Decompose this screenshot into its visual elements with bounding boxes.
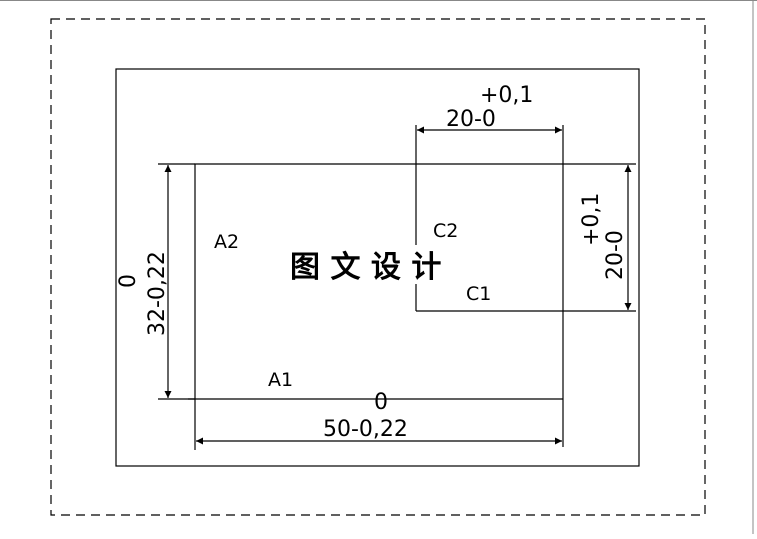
dimension-left-main: 32-0,22 [145, 251, 170, 336]
dimension-left-upper: 0 [116, 274, 141, 288]
label-a1: A1 [268, 369, 293, 391]
dimension-bottom-upper: 0 [374, 390, 388, 415]
label-c2: C2 [433, 220, 458, 242]
label-c1: C1 [466, 283, 491, 305]
dimension-top-main: 20-0 [446, 107, 496, 132]
dimension-top-upper: +0,1 [480, 83, 533, 108]
watermark-text: 图 文 设 计 [290, 250, 441, 285]
outer-dashed-border [50, 18, 706, 516]
inner-frame [115, 68, 640, 467]
dimension-right-upper: +0,1 [579, 193, 604, 246]
dimension-right-main: 20-0 [603, 230, 628, 280]
label-a2: A2 [214, 231, 239, 253]
watermark-backing [284, 245, 468, 284]
dimension-bottom-main: 50-0,22 [323, 417, 408, 442]
